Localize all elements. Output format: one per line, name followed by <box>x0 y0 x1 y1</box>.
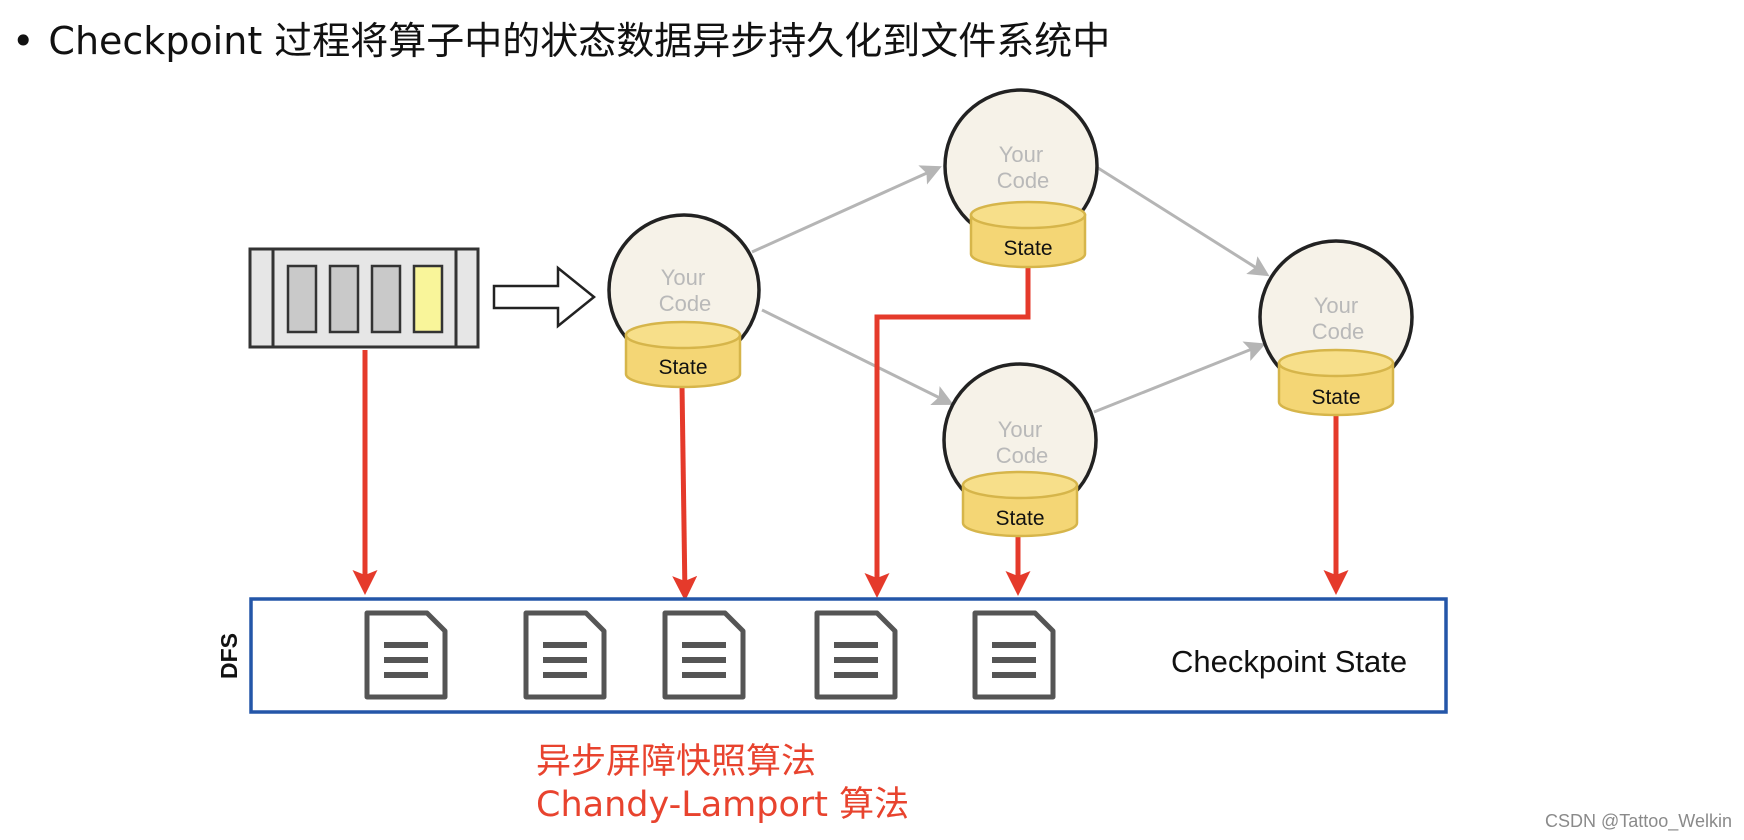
queue-record <box>328 264 360 334</box>
operator-label: Code <box>997 168 1050 193</box>
document-icon <box>814 610 898 700</box>
operator-node: Your Code State <box>942 362 1098 538</box>
source-queue <box>248 247 480 349</box>
state-cylinder: State <box>961 470 1079 538</box>
edge-arrow <box>1093 341 1266 414</box>
state-label: State <box>658 356 707 379</box>
state-cylinder: State <box>1277 348 1395 417</box>
queue-record-barrier <box>412 264 444 334</box>
algorithm-note-line2: Chandy-Lamport 算法 <box>536 785 910 825</box>
queue-record <box>286 264 318 334</box>
checkpoint-state-label: Checkpoint State <box>1171 644 1407 679</box>
operator-label: Your <box>1314 293 1358 318</box>
document-icon <box>662 610 746 700</box>
input-arrow-icon <box>492 265 596 329</box>
edge-arrow <box>751 165 942 254</box>
operator-label: Code <box>1312 319 1365 344</box>
document-icon <box>972 610 1056 700</box>
algorithm-note-line1: 异步屏障快照算法 <box>536 742 817 782</box>
edge-arrow <box>761 308 954 405</box>
operator-node: Your Code State <box>607 213 761 389</box>
page-title-text: Checkpoint 过程将算子中的状态数据异步持久化到文件系统中 <box>48 19 1111 63</box>
dfs-label: DFS <box>216 633 242 679</box>
operator-label: Code <box>659 291 712 316</box>
operator-label: Your <box>999 142 1043 167</box>
state-label: State <box>1003 237 1052 260</box>
state-cylinder: State <box>969 200 1087 269</box>
bullet: • <box>12 19 35 63</box>
document-icon <box>523 610 607 700</box>
operator-label: Your <box>998 417 1042 442</box>
operator-node: Your Code State <box>1258 239 1414 417</box>
edge-arrow <box>1097 166 1270 277</box>
operator-node: Your Code State <box>943 88 1099 269</box>
operator-label: Code <box>996 443 1049 468</box>
persist-arrow <box>864 263 1031 598</box>
page-title: • Checkpoint 过程将算子中的状态数据异步持久化到文件系统中 <box>12 10 1110 65</box>
queue-record <box>370 264 402 334</box>
state-label: State <box>1311 386 1360 409</box>
operator-label: Your <box>661 265 705 290</box>
state-label: State <box>995 507 1044 530</box>
state-cylinder: State <box>624 320 742 389</box>
document-icon <box>364 610 448 700</box>
watermark: CSDN @Tattoo_Welkin <box>1544 811 1732 831</box>
persist-arrow <box>672 384 698 601</box>
